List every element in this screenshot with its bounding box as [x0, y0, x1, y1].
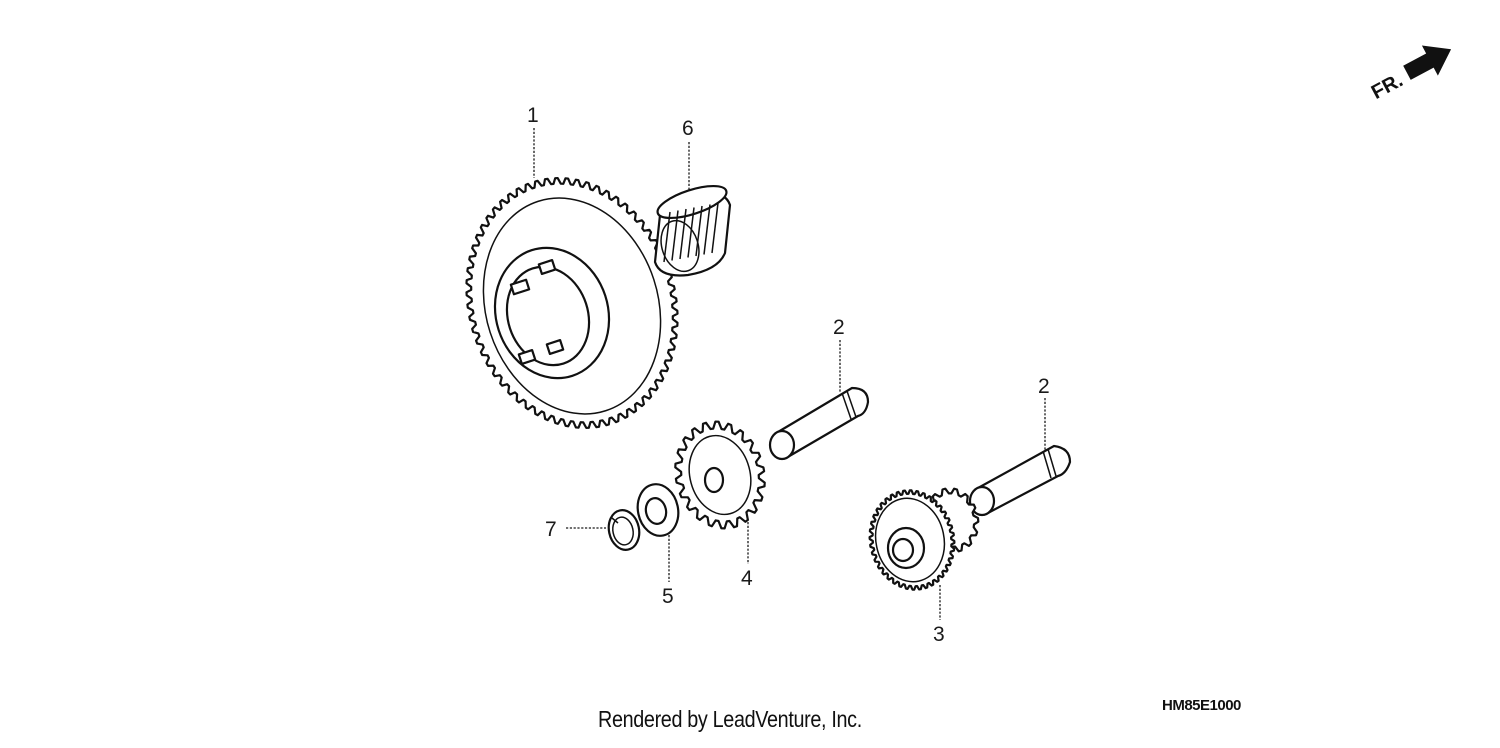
- front-direction-indicator: FR.: [1368, 45, 1452, 104]
- bearing-needle: [663, 211, 671, 263]
- bearing-needle: [679, 208, 687, 260]
- bearing-needle: [695, 205, 703, 257]
- shaft-part-2-lower[interactable]: [968, 444, 1072, 517]
- spur-gear-part-4[interactable]: [674, 420, 766, 530]
- washer-part-5[interactable]: [633, 480, 683, 539]
- snap-ring-part-7[interactable]: [605, 507, 643, 552]
- callout-4: 4: [741, 567, 753, 590]
- front-arrow-icon: [1403, 45, 1452, 80]
- diagram-part-code: HM85E1000: [1162, 697, 1241, 714]
- callout-7: 7: [545, 518, 557, 541]
- bearing-needle: [703, 204, 711, 255]
- bearing-needle: [671, 210, 679, 261]
- callout-5: 5: [662, 585, 674, 608]
- shaft-part-2-upper[interactable]: [768, 386, 870, 461]
- large-gear-part-1[interactable]: [456, 175, 688, 437]
- rendered-by-credit: Rendered by LeadVenture, Inc.: [598, 706, 862, 732]
- compound-gear-part-3[interactable]: [868, 487, 980, 591]
- callout-1: 1: [527, 104, 539, 127]
- callout-2-lower: 2: [1038, 375, 1050, 398]
- bearing-needle: [687, 207, 695, 258]
- front-label: FR.: [1368, 69, 1407, 104]
- callout-6: 6: [682, 117, 694, 140]
- callout-2-upper: 2: [833, 316, 845, 339]
- bearing-needle: [711, 202, 719, 254]
- callout-3: 3: [933, 623, 945, 646]
- needle-bearing-part-6[interactable]: [653, 179, 732, 277]
